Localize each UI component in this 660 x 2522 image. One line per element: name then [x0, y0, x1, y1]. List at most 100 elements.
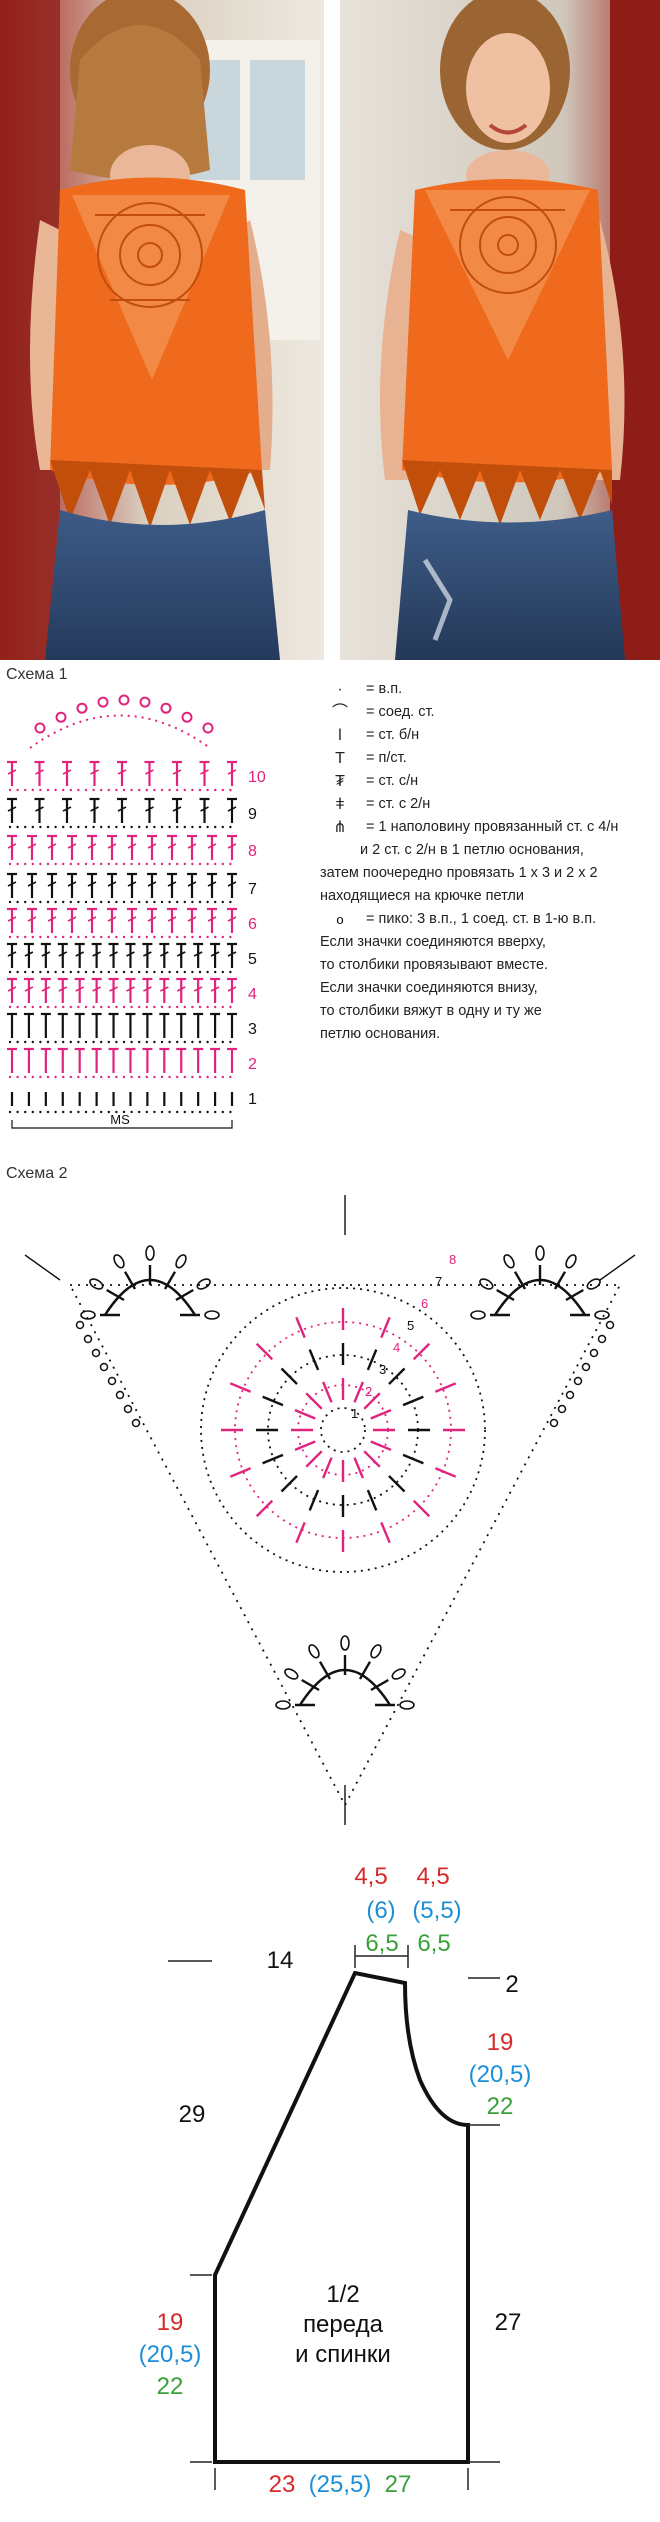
chain-dot [138, 900, 141, 904]
diag-height: 29 [179, 2101, 206, 2128]
stitch-mark [92, 986, 101, 992]
radial-stitch [255, 1342, 274, 1361]
radial-stitch [262, 1453, 284, 1465]
chain-dot [221, 1075, 224, 1079]
chain-dot [145, 1110, 148, 1114]
radial-stitch [370, 1440, 392, 1452]
chain-dot [183, 900, 186, 904]
chain-dot [168, 825, 171, 829]
chain-dot [69, 862, 73, 866]
chain-dot [24, 900, 27, 904]
stitch-mark [126, 951, 135, 957]
legend-note-1: Если значки соединяются вверху, [320, 934, 546, 950]
chain-dot [46, 900, 50, 904]
chain-dot [107, 935, 111, 939]
chain-dot [31, 1040, 34, 1044]
chain-dot [69, 970, 73, 974]
radial-stitch [366, 1349, 378, 1371]
chain-dot [24, 1040, 27, 1044]
stitch-mark [75, 951, 85, 957]
chain-dot [214, 825, 217, 829]
top-right-red: 4,5 [416, 1863, 449, 1890]
fan-stitch [553, 1271, 567, 1290]
chain-dot [16, 862, 19, 866]
chain-dot [54, 970, 57, 974]
pico-mark [202, 722, 214, 734]
chain-dot [160, 900, 164, 904]
stitch-mark [47, 881, 57, 887]
radial-stitch [294, 1408, 316, 1420]
legend-note-3: Если значки соединяются внизу, [320, 980, 538, 996]
stitch-mark [107, 843, 117, 849]
chain-dot [54, 1040, 57, 1044]
chain-dot [8, 1005, 12, 1009]
chain-dot [198, 900, 202, 904]
chain-dot [191, 1005, 194, 1009]
stitch-mark [87, 881, 97, 887]
chain-dot [176, 788, 179, 792]
picot-leaf [470, 1310, 486, 1320]
chain-dot [153, 1075, 156, 1079]
stitch-mark [47, 916, 57, 922]
pico-mark [107, 1376, 117, 1386]
fan-stitch [123, 1271, 137, 1290]
row-number: 3 [248, 1021, 257, 1038]
chain-dot [46, 970, 50, 974]
chain-dot [183, 935, 186, 939]
chain-dot [84, 970, 88, 974]
chain-dot [221, 1040, 224, 1044]
chain-dot [54, 900, 57, 904]
row-number: 4 [248, 986, 257, 1003]
fan-stitch [301, 1678, 320, 1692]
fan-stitch [513, 1271, 527, 1290]
pico-mark [139, 696, 151, 708]
radial-stitch [305, 1450, 323, 1468]
chain-dot [183, 1005, 186, 1009]
direction-arrow-icon [599, 1254, 636, 1281]
stitch-mark [145, 769, 154, 775]
chain-dot [153, 862, 156, 866]
stitch-mark [227, 881, 237, 887]
stitch-mark [58, 986, 68, 992]
chain-dot [191, 825, 194, 829]
bottom-green: 27 [385, 2471, 412, 2498]
radial-stitch [402, 1453, 424, 1465]
picot-leaf [503, 1254, 515, 1269]
chain-dot [191, 970, 194, 974]
stitch-mark [167, 916, 177, 922]
chain-dot [160, 1110, 164, 1114]
stitch-mark [7, 951, 17, 957]
radial-stitch [353, 1381, 365, 1403]
chain-dot [31, 825, 34, 829]
chain-dot [183, 825, 186, 829]
armhole-blue: (20,5) [469, 2061, 532, 2088]
chain-dot [62, 935, 65, 939]
chain-dot [39, 900, 42, 904]
pico-mark [131, 1418, 141, 1428]
fan-stitch [106, 1288, 125, 1302]
chain-dot [84, 1110, 88, 1114]
chain-dot [138, 788, 141, 792]
legend-note-5: петлю основания. [320, 1026, 441, 1042]
chain-dot [214, 1110, 217, 1114]
pico-mark [597, 1334, 607, 1344]
chain-dot [138, 1110, 141, 1114]
photo-front-view [340, 0, 660, 660]
row-number: 1 [248, 1091, 257, 1108]
legend-note-4: то столбики вяжут в одну и ту же [320, 1003, 542, 1019]
chain-dot [122, 1075, 126, 1079]
chain-dot [77, 900, 80, 904]
stitch-mark [193, 986, 203, 992]
round-ring [200, 1287, 486, 1573]
chain-dot [168, 1110, 171, 1114]
radial-stitch [434, 1467, 457, 1478]
picot-leaf [391, 1668, 406, 1680]
chain-dot [16, 788, 19, 792]
legend-text: = ст. с/н [366, 773, 419, 789]
chain-dot [198, 1075, 202, 1079]
round-number: 3 [379, 1362, 386, 1377]
chain-dot [16, 970, 19, 974]
chain-dot [221, 900, 224, 904]
